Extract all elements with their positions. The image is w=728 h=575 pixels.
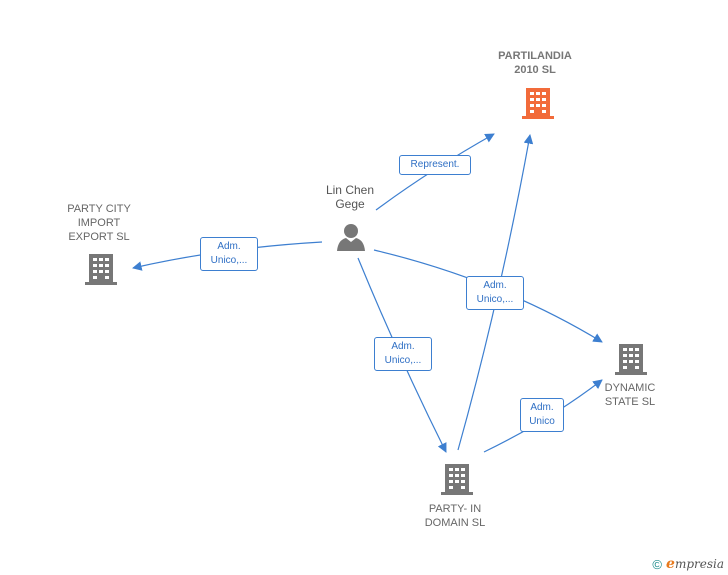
building-icon-party-in-domain[interactable] — [441, 464, 473, 495]
node-label-party-in-domain[interactable]: PARTY- IN DOMAIN SL — [424, 503, 486, 529]
edge-label-adm-unico: Adm. Unico — [520, 398, 564, 432]
building-icon-party-city[interactable] — [85, 254, 117, 285]
building-icon-partilandia[interactable] — [522, 88, 554, 119]
person-icon-lin-chen[interactable] — [337, 224, 365, 251]
node-label-party-city[interactable]: PARTY CITY IMPORT EXPORT SL — [67, 203, 131, 243]
footer-brand: © empresia — [652, 556, 724, 572]
edge-label-adm-dynamic: Adm. Unico,... — [466, 276, 524, 310]
copyright-icon: © — [652, 556, 663, 572]
edge-label-represent: Represent. — [399, 155, 471, 175]
brand-logo[interactable]: empresia — [666, 556, 724, 572]
node-label-dynamic-state[interactable]: DYNAMIC STATE SL — [604, 382, 656, 408]
edge-label-adm-party-city: Adm. Unico,... — [200, 237, 258, 271]
node-label-partilandia[interactable]: PARTILANDIA 2010 SL — [498, 50, 572, 76]
edge-label-adm-party-in: Adm. Unico,... — [374, 337, 432, 371]
node-label-lin-chen[interactable]: Lin Chen Gege — [325, 183, 375, 211]
building-icon-dynamic-state[interactable] — [615, 344, 647, 375]
